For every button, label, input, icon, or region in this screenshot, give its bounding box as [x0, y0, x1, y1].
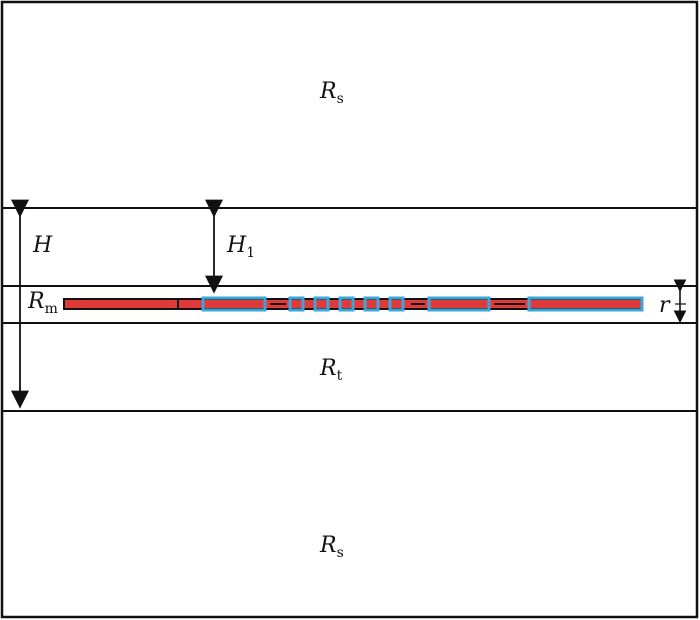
blue-segment: [527, 296, 644, 312]
label-rs-bottom: Rs: [319, 533, 344, 561]
label-h1: H1: [226, 233, 255, 261]
label-rt: Rt: [319, 356, 343, 384]
label-rm: Rm: [27, 289, 58, 317]
blue-segment: [313, 296, 330, 312]
blue-segment: [363, 296, 380, 312]
label-r: r: [659, 293, 671, 318]
label-h: H: [32, 233, 53, 258]
label-rs-top: Rs: [319, 79, 344, 107]
blue-segment: [201, 296, 267, 312]
blue-segment: [338, 296, 355, 312]
blue-segment: [388, 296, 405, 312]
blue-segment: [427, 296, 491, 312]
blue-segment: [288, 296, 305, 312]
blue-segments: [201, 296, 644, 312]
